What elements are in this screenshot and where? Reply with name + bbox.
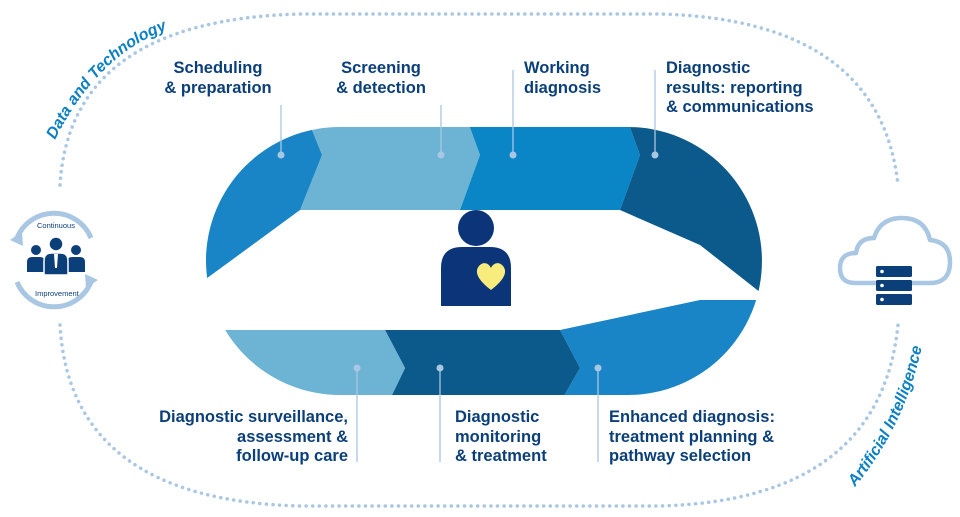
segment-monitoring [380,330,580,395]
stage-label-scheduling: Scheduling & preparation [164,59,272,97]
outer-dotted-loop-top [58,12,900,187]
continuous-label: Continuous [37,221,75,230]
stage-label-enhanced: Enhanced diagnosis: treatment planning &… [609,408,775,465]
artificial-intelligence-label: Artificial Intelligence [844,344,925,490]
leader-lines [280,70,656,462]
improvement-label: Improvement [35,289,80,298]
stage-label-results: Diagnostic results: reporting & communic… [666,59,814,116]
segment-surveillance [206,330,405,395]
leader-dots [277,151,659,372]
segment-working [460,127,640,210]
cloud-server-icon [837,215,953,305]
segment-scheduling-left [206,127,322,360]
data-and-technology-label: Data and Technology [44,17,170,142]
segment-results [620,127,762,300]
person-heart-icon [441,210,511,306]
stage-label-working: Working diagnosis [524,59,602,97]
segment-enhanced [550,270,762,395]
stage-label-monitoring: Diagnostic monitoring & treatment [455,408,547,465]
stage-label-screening: Screening & detection [336,59,426,97]
segment-screening [300,127,480,210]
pathway-band [206,127,762,395]
team-continuous-improvement-icon [10,210,98,310]
stage-label-surveillance: Diagnostic surveillance, assessment & fo… [159,408,348,465]
